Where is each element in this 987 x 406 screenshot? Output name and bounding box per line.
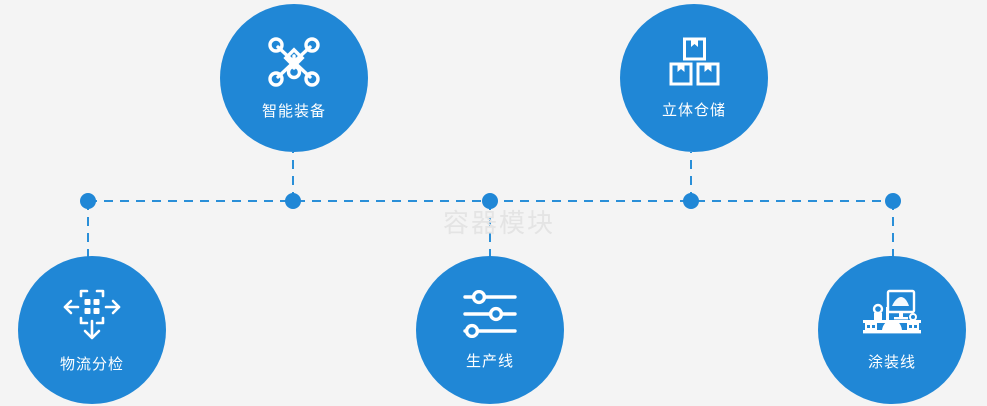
node-label: 涂装线: [867, 352, 916, 371]
paint-booth-icon: [861, 289, 923, 339]
node-label: 立体仓储: [661, 100, 726, 119]
junction-sort-dot: [80, 193, 96, 209]
sorting-arrows-icon: [63, 287, 121, 341]
stacked-boxes-icon: [667, 37, 721, 87]
junction-prod-dot: [482, 193, 498, 209]
node-painting-line[interactable]: 涂装线: [818, 256, 966, 404]
junction-ware-dot: [683, 193, 699, 209]
network-nodes-icon: [266, 36, 322, 88]
node-production-line[interactable]: 生产线: [416, 256, 564, 404]
node-smart-equipment[interactable]: 智能装备: [220, 4, 368, 152]
node-label: 物流分检: [59, 354, 124, 373]
node-label: 生产线: [465, 351, 514, 370]
node-logistics-sorting[interactable]: 物流分检: [18, 256, 166, 404]
node-label: 智能装备: [261, 101, 326, 120]
sliders-icon: [462, 289, 518, 338]
watermark-text: 容器模块: [443, 209, 556, 239]
junction-smart-dot: [285, 193, 301, 209]
node-stereoscopic-warehouse[interactable]: 立体仓储: [620, 4, 768, 152]
junction-paint-dot: [885, 193, 901, 209]
